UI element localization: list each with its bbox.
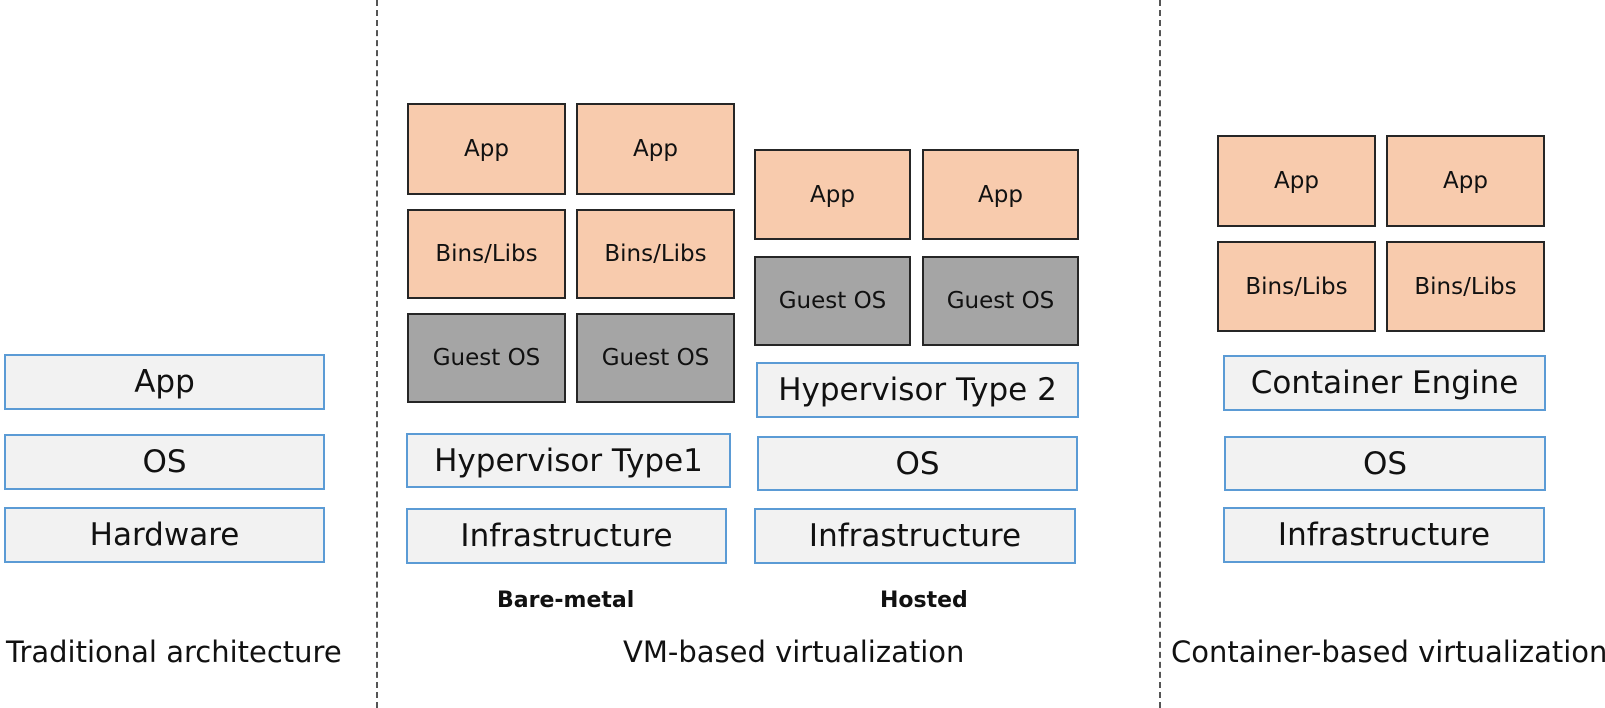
bare-metal-infrastructure-layer: Infrastructure (406, 508, 727, 564)
container-bins-2: Bins/Libs (1386, 241, 1545, 332)
bare-metal-bins-2: Bins/Libs (576, 209, 735, 299)
section-divider-left (376, 0, 378, 708)
hosted-app-2: App (922, 149, 1079, 240)
container-infrastructure-layer: Infrastructure (1223, 507, 1545, 563)
bare-metal-bins-1: Bins/Libs (407, 209, 566, 299)
container-caption: Container-based virtualization (1171, 635, 1605, 669)
bare-metal-hypervisor-layer: Hypervisor Type1 (406, 433, 731, 488)
container-engine-layer: Container Engine (1223, 355, 1546, 411)
hosted-label: Hosted (880, 588, 968, 613)
vm-caption: VM-based virtualization (623, 635, 965, 669)
bare-metal-label: Bare-metal (497, 588, 635, 613)
bare-metal-guest-os-1: Guest OS (407, 313, 566, 403)
traditional-caption: Traditional architecture (6, 635, 342, 669)
bare-metal-guest-os-2: Guest OS (576, 313, 735, 403)
traditional-os-layer: OS (4, 434, 325, 490)
container-app-1: App (1217, 135, 1376, 227)
container-app-2: App (1386, 135, 1545, 227)
bare-metal-app-2: App (576, 103, 735, 195)
traditional-hardware-layer: Hardware (4, 507, 325, 563)
bare-metal-app-1: App (407, 103, 566, 195)
hosted-guest-os-1: Guest OS (754, 256, 911, 346)
hosted-hypervisor-layer: Hypervisor Type 2 (756, 362, 1079, 418)
hosted-infrastructure-layer: Infrastructure (754, 508, 1076, 564)
traditional-app-layer: App (4, 354, 325, 410)
container-os-layer: OS (1224, 436, 1546, 491)
hosted-os-layer: OS (757, 436, 1078, 491)
hosted-guest-os-2: Guest OS (922, 256, 1079, 346)
section-divider-right (1159, 0, 1161, 708)
container-bins-1: Bins/Libs (1217, 241, 1376, 332)
hosted-app-1: App (754, 149, 911, 240)
